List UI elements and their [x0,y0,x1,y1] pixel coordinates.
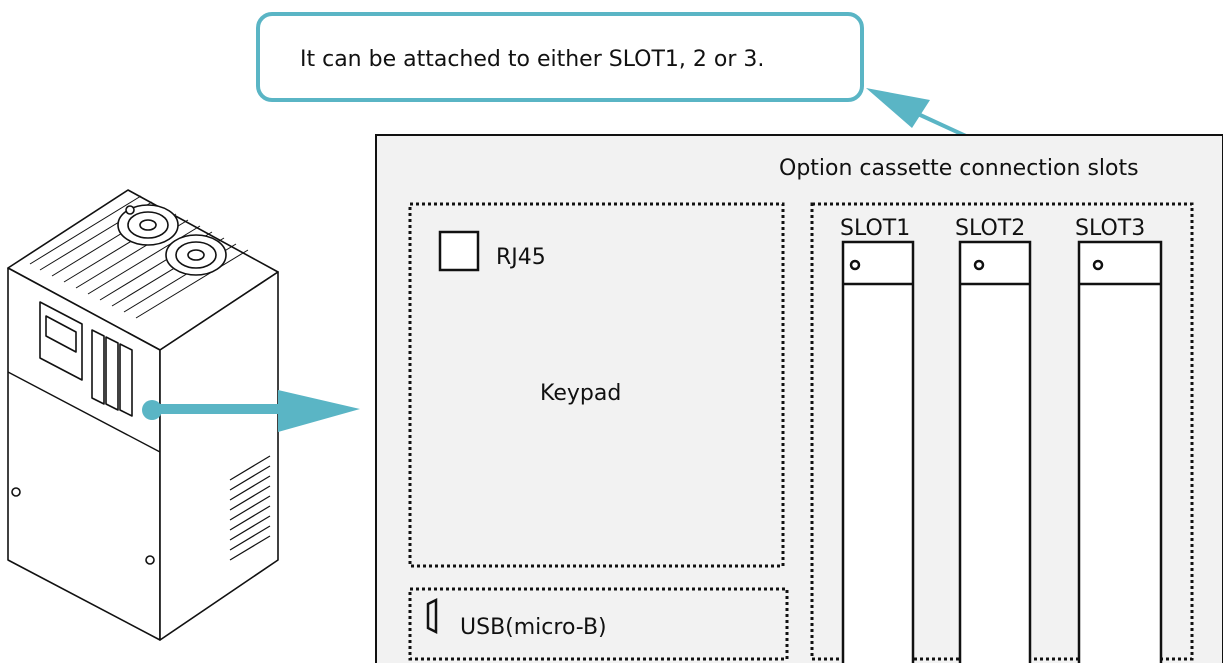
rj45-label: RJ45 [496,245,546,270]
keypad-region [408,202,785,568]
option-slot-1: SLOT1 [840,216,915,663]
keypad-label: Keypad [540,381,621,406]
terminal-panel: Option cassette connection slots RJ45 Ke… [375,134,1223,663]
callout: It can be attached to either SLOT1, 2 or… [256,12,864,102]
inverter-illustration [7,189,279,641]
slot-screw-icon [1092,259,1104,271]
usb-region [408,587,789,661]
cooling-fan-icon [165,234,227,276]
callout-text: It can be attached to either SLOT1, 2 or… [300,47,764,72]
option-slot-3: SLOT3 [1075,216,1163,663]
slots-caption: Option cassette connection slots [779,156,1139,181]
usb-port-icon [426,597,438,635]
rj45-port-icon [438,230,480,272]
slot-3-label: SLOT3 [1075,216,1145,241]
slot-2-label: SLOT2 [955,216,1025,241]
connection-arrow [142,390,360,432]
usb-label: USB(micro-B) [460,615,607,640]
slots-region [810,202,1194,661]
slot-1-label: SLOT1 [840,216,910,241]
slot-screw-icon [849,259,861,271]
option-slot-2: SLOT2 [955,216,1032,663]
slot-screw-icon [973,259,985,271]
cooling-fan-icon [117,204,179,246]
